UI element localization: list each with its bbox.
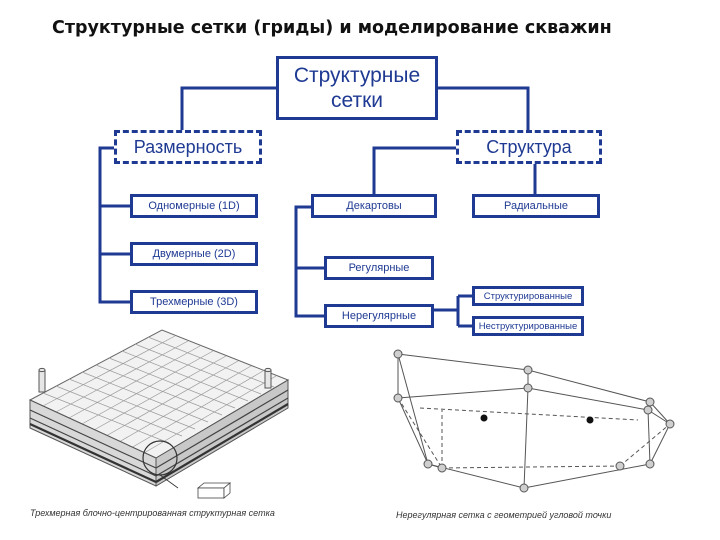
dim-1d-label: Одномерные (1D) xyxy=(148,200,240,212)
irregular-box: Нерегулярные xyxy=(324,304,434,328)
dimension-box: Размерность xyxy=(114,130,262,164)
dim-1d-box: Одномерные (1D) xyxy=(130,194,258,218)
dim-2d-box: Двумерные (2D) xyxy=(130,242,258,266)
dim-2d-label: Двумерные (2D) xyxy=(152,248,236,260)
dim-3d-box: Трехмерные (3D) xyxy=(130,290,258,314)
structured-label: Структурированные xyxy=(483,290,573,302)
page-title: Структурные сетки (гриды) и моделировани… xyxy=(52,18,612,38)
left-caption: Трехмерная блочно-центрированная структу… xyxy=(30,508,275,518)
block-grid-illustration xyxy=(28,329,290,499)
dim-3d-label: Трехмерные (3D) xyxy=(150,296,238,308)
regular-label: Регулярные xyxy=(348,262,410,274)
structure-label: Структура xyxy=(486,136,572,157)
irregular-label: Нерегулярные xyxy=(341,310,417,322)
root-label-line1: Структурные xyxy=(293,64,421,87)
cartesian-box: Декартовы xyxy=(311,194,437,218)
root-label-line2: сетки xyxy=(330,89,384,112)
root-box: Структурные сетки xyxy=(276,56,438,120)
radial-box: Радиальные xyxy=(472,194,600,218)
unstructured-label: Неструктурированные xyxy=(478,320,578,332)
corner-point-grid-illustration xyxy=(393,349,675,493)
structure-box: Структура xyxy=(456,130,602,164)
right-caption: Нерегулярная сетка с геометрией угловой … xyxy=(396,510,612,520)
dimension-label: Размерность xyxy=(133,136,243,157)
cartesian-label: Декартовы xyxy=(346,200,402,212)
unstructured-box: Неструктурированные xyxy=(472,316,584,336)
structured-box: Структурированные xyxy=(472,286,584,306)
radial-label: Радиальные xyxy=(503,200,569,212)
regular-box: Регулярные xyxy=(324,256,434,280)
